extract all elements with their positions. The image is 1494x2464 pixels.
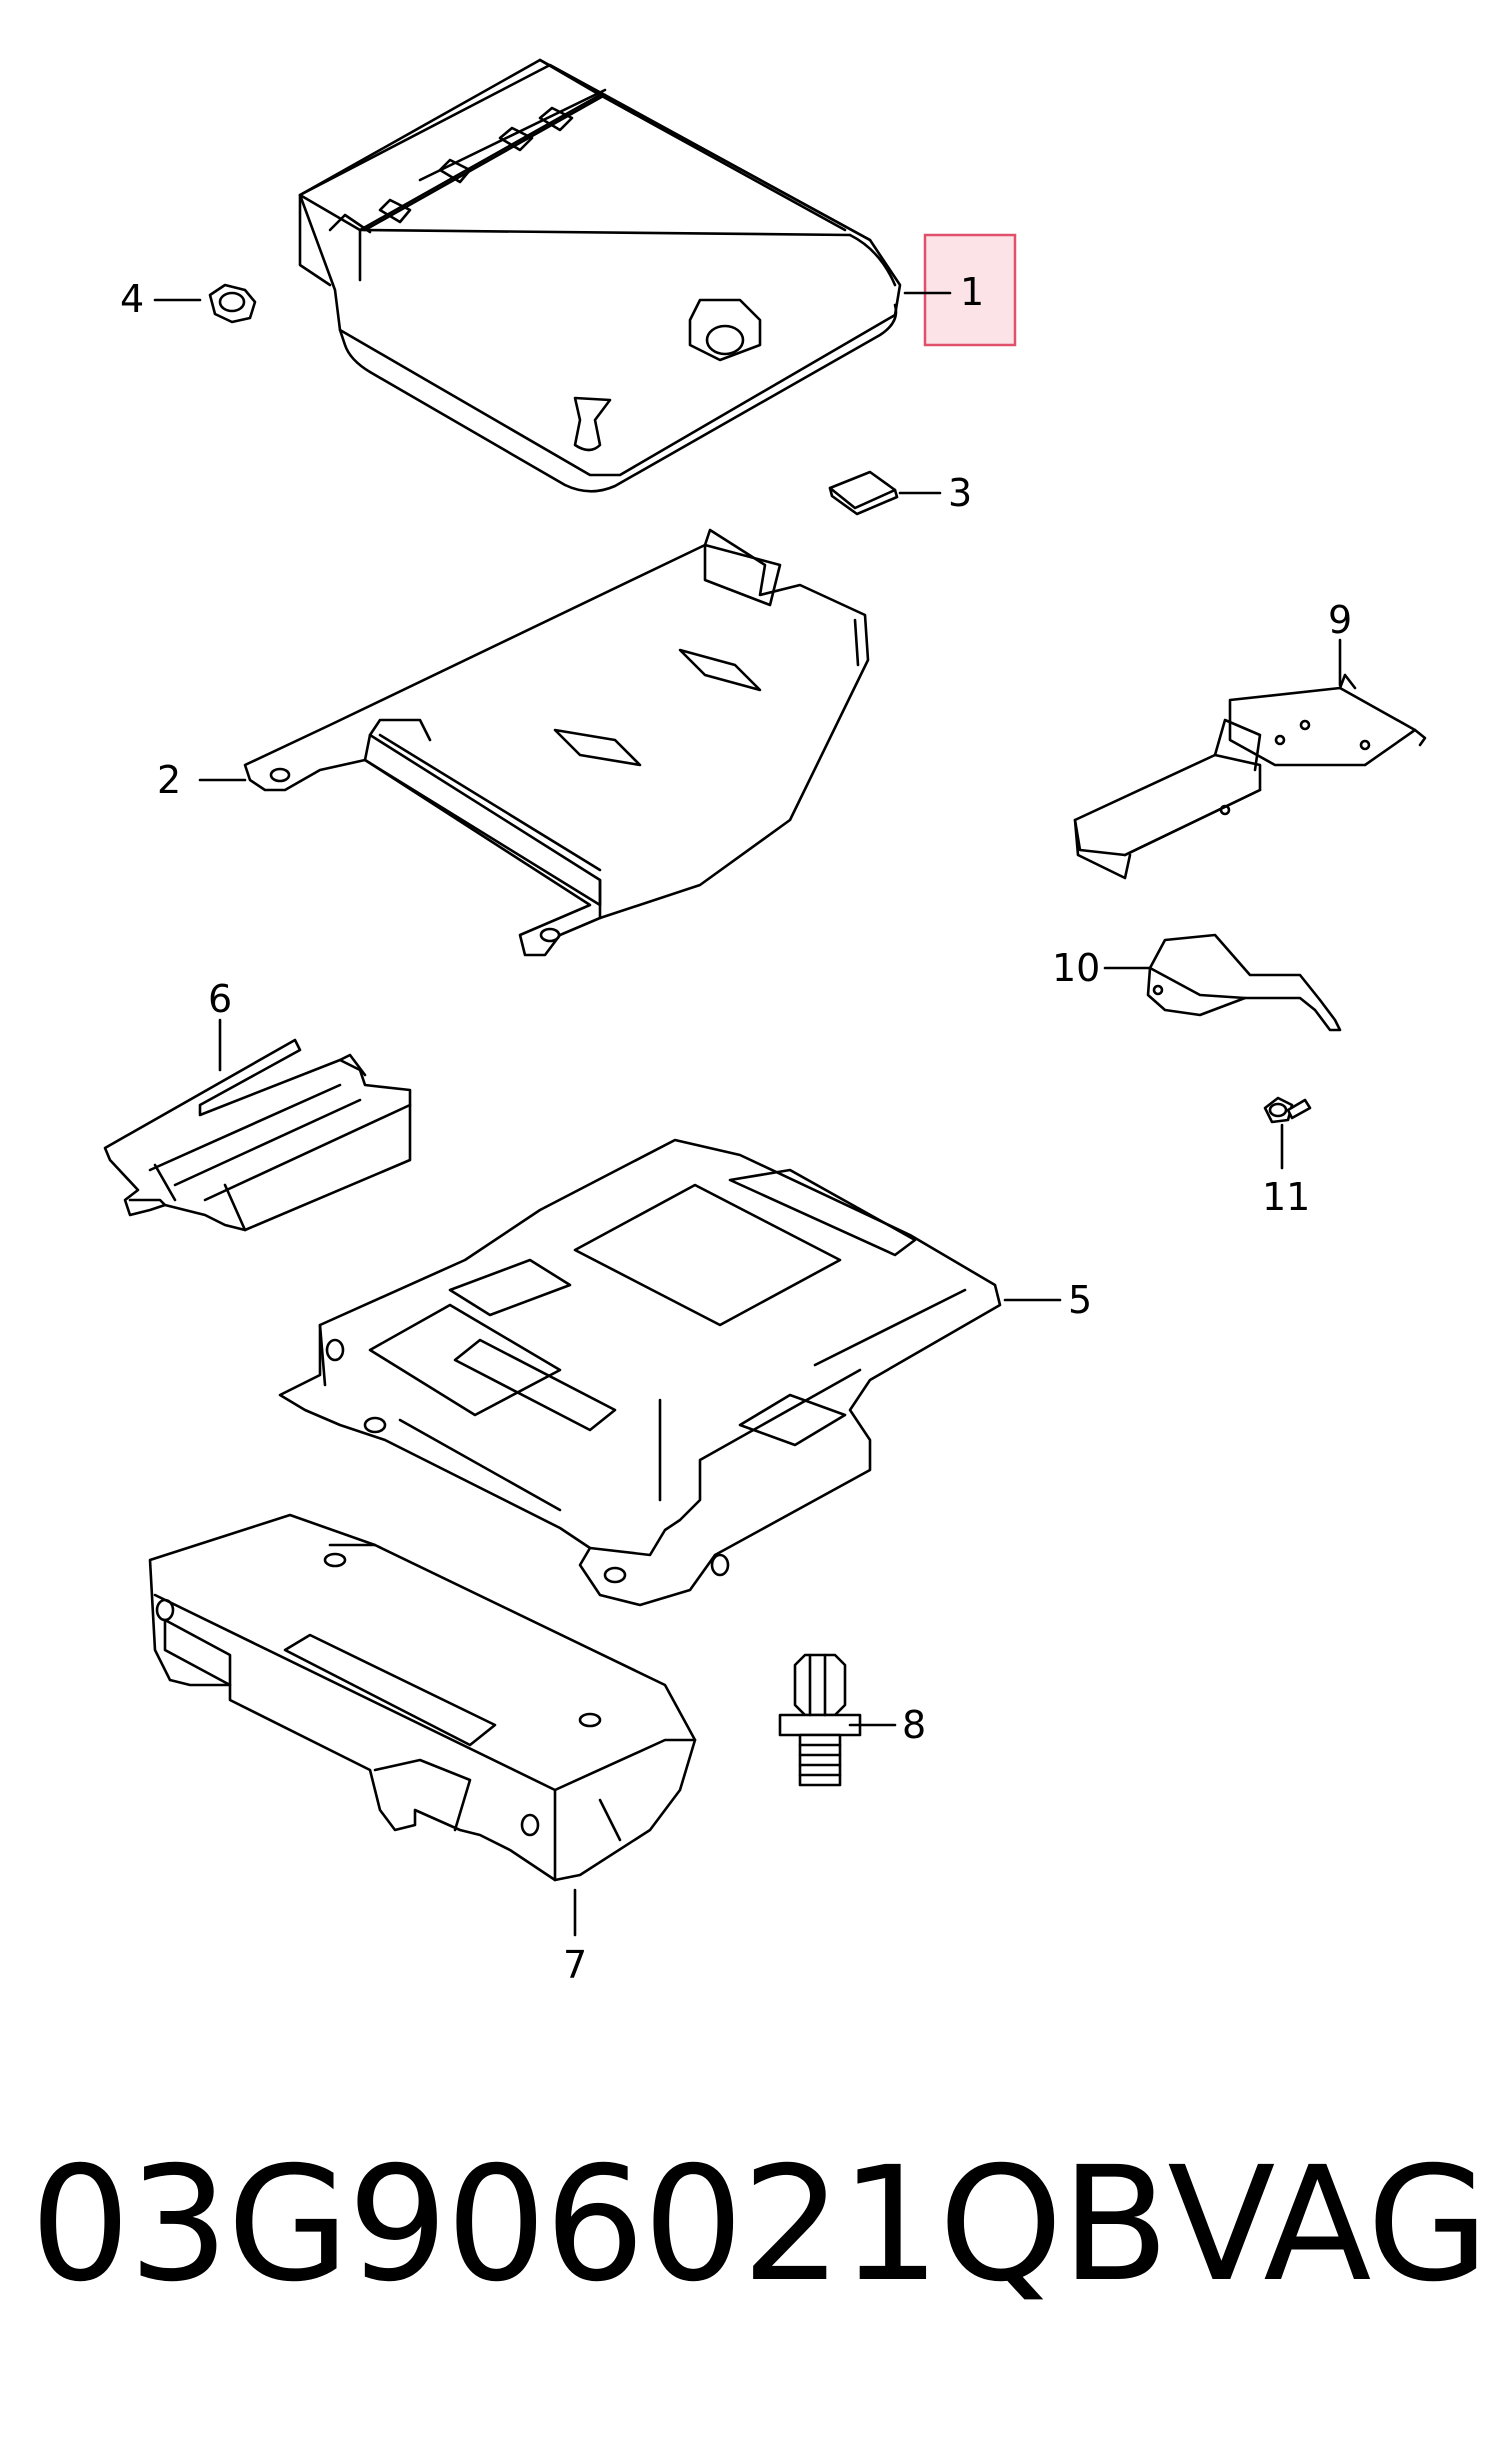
brand-name: VAG — [1167, 2133, 1489, 2317]
part-4-nut[interactable] — [208, 283, 257, 324]
callout-4: 4 — [120, 277, 144, 321]
callout-5: 5 — [1068, 1278, 1092, 1322]
callout-9: 9 — [1328, 598, 1352, 642]
part-9-support[interactable] — [1073, 673, 1427, 880]
part-11-screw[interactable] — [1263, 1096, 1312, 1124]
part-number-caption: 03G906021QB VAG — [30, 2095, 1489, 2355]
callout-2: 2 — [157, 758, 181, 802]
callout-1: 1 — [960, 270, 984, 314]
part-2-bracket[interactable] — [243, 528, 870, 957]
callout-11: 11 — [1262, 1175, 1310, 1219]
part-number: 03G906021QB — [30, 2133, 1169, 2317]
part-8-stud[interactable] — [778, 1653, 862, 1787]
part-3-pad[interactable] — [828, 470, 899, 516]
exploded-parts-diagram: 1 2 3 4 5 6 7 8 9 10 11 — [103, 58, 1427, 1987]
callout-3: 3 — [948, 471, 972, 515]
part-1-control-unit[interactable] — [298, 58, 902, 493]
callout-8: 8 — [902, 1703, 926, 1747]
callout-10: 10 — [1052, 946, 1100, 990]
leader-lines — [153, 291, 1342, 1937]
callout-6: 6 — [208, 977, 232, 1021]
callout-7: 7 — [563, 1943, 587, 1987]
part-6-holder[interactable] — [103, 1038, 412, 1232]
part-7-tray[interactable] — [148, 1513, 697, 1882]
part-5-plate[interactable] — [278, 1138, 1002, 1607]
callout-highlight-box — [923, 233, 1017, 347]
part-10-bracket[interactable] — [1146, 933, 1342, 1032]
